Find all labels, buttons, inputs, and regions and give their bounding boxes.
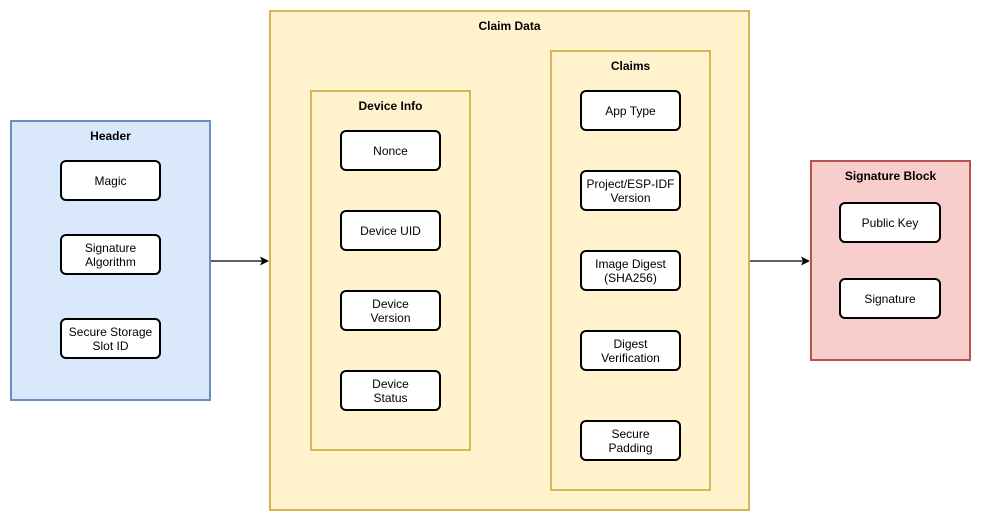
header-title: Header <box>90 129 131 143</box>
device-info-title: Device Info <box>358 99 423 113</box>
magic-node: Magic <box>60 160 161 201</box>
signature-node: Signature <box>839 278 941 319</box>
secure-padding-node: Secure Padding <box>580 420 681 461</box>
arrowhead-header-to-claim-data <box>260 256 269 266</box>
arrowhead-claim-data-to-signature <box>801 256 810 266</box>
claims-title: Claims <box>610 59 651 73</box>
digest-verification-node: Digest Verification <box>580 330 681 371</box>
device-version-node: Device Version <box>340 290 441 331</box>
project-esp-idf-version-node: Project/ESP-IDF Version <box>580 170 681 211</box>
signature-block-group: Signature Block <box>810 160 971 361</box>
device-status-node: Device Status <box>340 370 441 411</box>
signature-block-title: Signature Block <box>844 169 937 183</box>
secure-storage-slot-id-node: Secure Storage Slot ID <box>60 318 161 359</box>
claim-data-title: Claim Data <box>478 19 541 33</box>
app-type-node: App Type <box>580 90 681 131</box>
signature-algorithm-node: Signature Algorithm <box>60 234 161 275</box>
device-uid-node: Device UID <box>340 210 441 251</box>
image-digest-node: Image Digest (SHA256) <box>580 250 681 291</box>
nonce-node: Nonce <box>340 130 441 171</box>
public-key-node: Public Key <box>839 202 941 243</box>
